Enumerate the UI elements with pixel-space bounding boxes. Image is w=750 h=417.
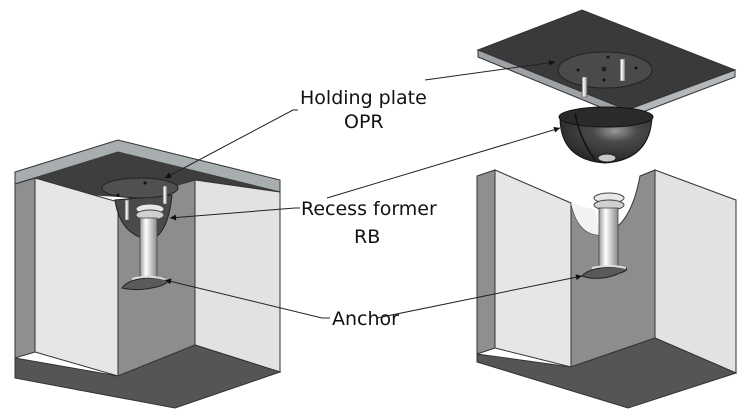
leader-recess-right [326, 126, 561, 199]
holding-pin [619, 58, 626, 82]
anchor-shaft [139, 217, 158, 281]
label-anchor: Anchor [332, 308, 399, 330]
left-wall-face [494, 169, 572, 368]
label-holding-plate: Holding plate [300, 87, 427, 109]
right-wall-face [194, 179, 281, 373]
holding-pin [124, 199, 130, 221]
leader-recess-left [169, 207, 300, 221]
holding-plate-disc [101, 177, 179, 199]
recess-former-rb [559, 116, 653, 164]
floor [14, 344, 282, 409]
leader-holding-plate-right [424, 59, 556, 81]
label-recess-former-code: RB [354, 226, 380, 248]
leader-anchor-left [164, 278, 330, 319]
left-wall-face [34, 177, 119, 377]
leader-anchor-right [376, 274, 583, 319]
label-holding-plate-code: OPR [344, 111, 384, 133]
assembled-block [14, 139, 282, 409]
right-wall-face [654, 169, 737, 374]
anchor-foot [581, 266, 628, 279]
holding-pin [581, 76, 588, 98]
left-wall-side [14, 177, 36, 359]
exploded-view [476, 9, 738, 409]
left-wall-side [476, 169, 496, 355]
leader-holding-plate-left [164, 109, 298, 179]
label-recess-former: Recess former [301, 198, 437, 220]
leader-lines [164, 59, 583, 319]
floor [476, 337, 738, 409]
anchor-shaft [598, 207, 619, 269]
holding-pin [162, 185, 168, 205]
